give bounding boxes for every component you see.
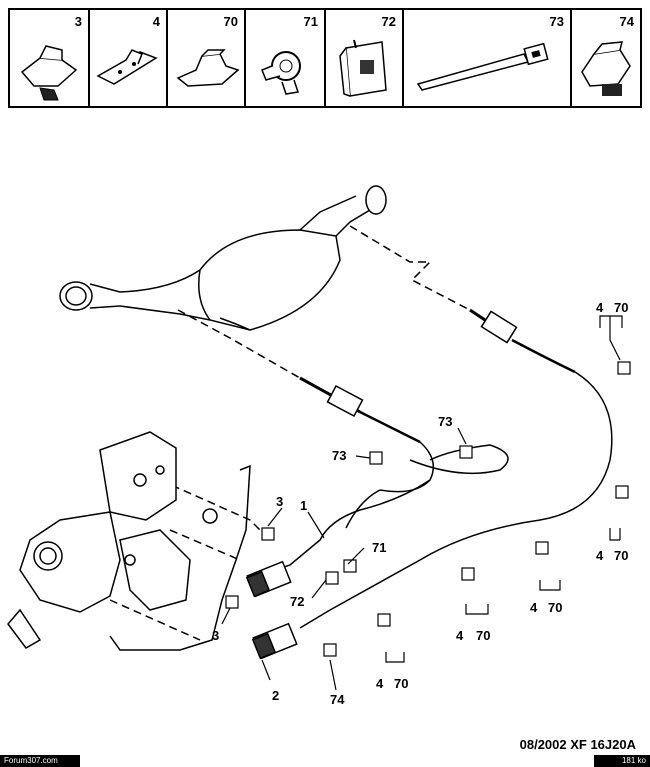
callout-3-lower: 3 [212,628,219,643]
callout-72: 72 [290,594,304,609]
callout-g1-4: 4 [596,300,604,315]
connector-2 [251,622,298,660]
callout-g4-70: 70 [476,628,490,643]
clip-4-icon [96,49,158,85]
part-cell-72: 72 [326,10,404,106]
callout-74: 74 [330,692,345,707]
callout-g2-70: 70 [614,548,628,563]
mounting-bracket [109,464,251,651]
callout-2: 2 [272,688,279,703]
clip-3-icon [20,45,78,101]
part-number: 73 [549,14,564,29]
clamp-71-icon [261,51,301,95]
part-number: 70 [223,14,238,29]
part-cell-71: 71 [246,10,326,106]
engine-housing [7,431,191,649]
callout-71: 71 [372,540,386,555]
callout-73-top: 73 [438,414,452,429]
footer-bar: Forum307.com 181 ko [0,755,650,767]
callout-1: 1 [300,498,307,513]
callout-g5-4: 4 [376,676,384,691]
part-cell-3: 3 [10,10,90,106]
bracket-72-icon [339,39,387,97]
callout-g3-70: 70 [548,600,562,615]
part-number: 71 [303,14,318,29]
drawing-reference: 08/2002 XF 16J20A [519,737,636,752]
exhaust-oxygen-sensor-diagram: 4 70 4 70 4 70 4 70 4 70 73 73 71 72 3 3… [7,185,631,707]
part-number: 4 [152,14,160,29]
part-cell-4: 4 [90,10,168,106]
clip-74-icon [581,41,631,96]
callout-g1-70: 70 [614,300,628,315]
callout-g4-4: 4 [456,628,464,643]
upstream-oxygen-sensor [299,376,435,493]
part-number: 72 [381,14,396,29]
part-cell-70: 70 [168,10,246,106]
clip-70-icon [176,49,240,87]
file-size-label: 181 ko [594,755,650,767]
downstream-oxygen-sensor [299,308,613,629]
part-number: 3 [74,14,82,29]
part-number: 74 [619,14,634,29]
callout-g3-4: 4 [530,600,538,615]
callout-g5-70: 70 [394,676,408,691]
site-label: Forum307.com [0,755,80,767]
catalytic-converter [59,185,387,331]
clip-markers [225,361,631,657]
connector-1 [245,560,292,598]
callout-73-left: 73 [332,448,346,463]
cable-tie-73-icon [416,42,549,91]
callout-g2-4: 4 [596,548,604,563]
part-cell-73: 73 [404,10,572,106]
part-cell-74: 74 [572,10,640,106]
parts-legend-table: 3 4 70 71 72 [8,8,642,108]
callout-leaders [221,315,623,691]
callout-3-upper: 3 [276,494,283,509]
